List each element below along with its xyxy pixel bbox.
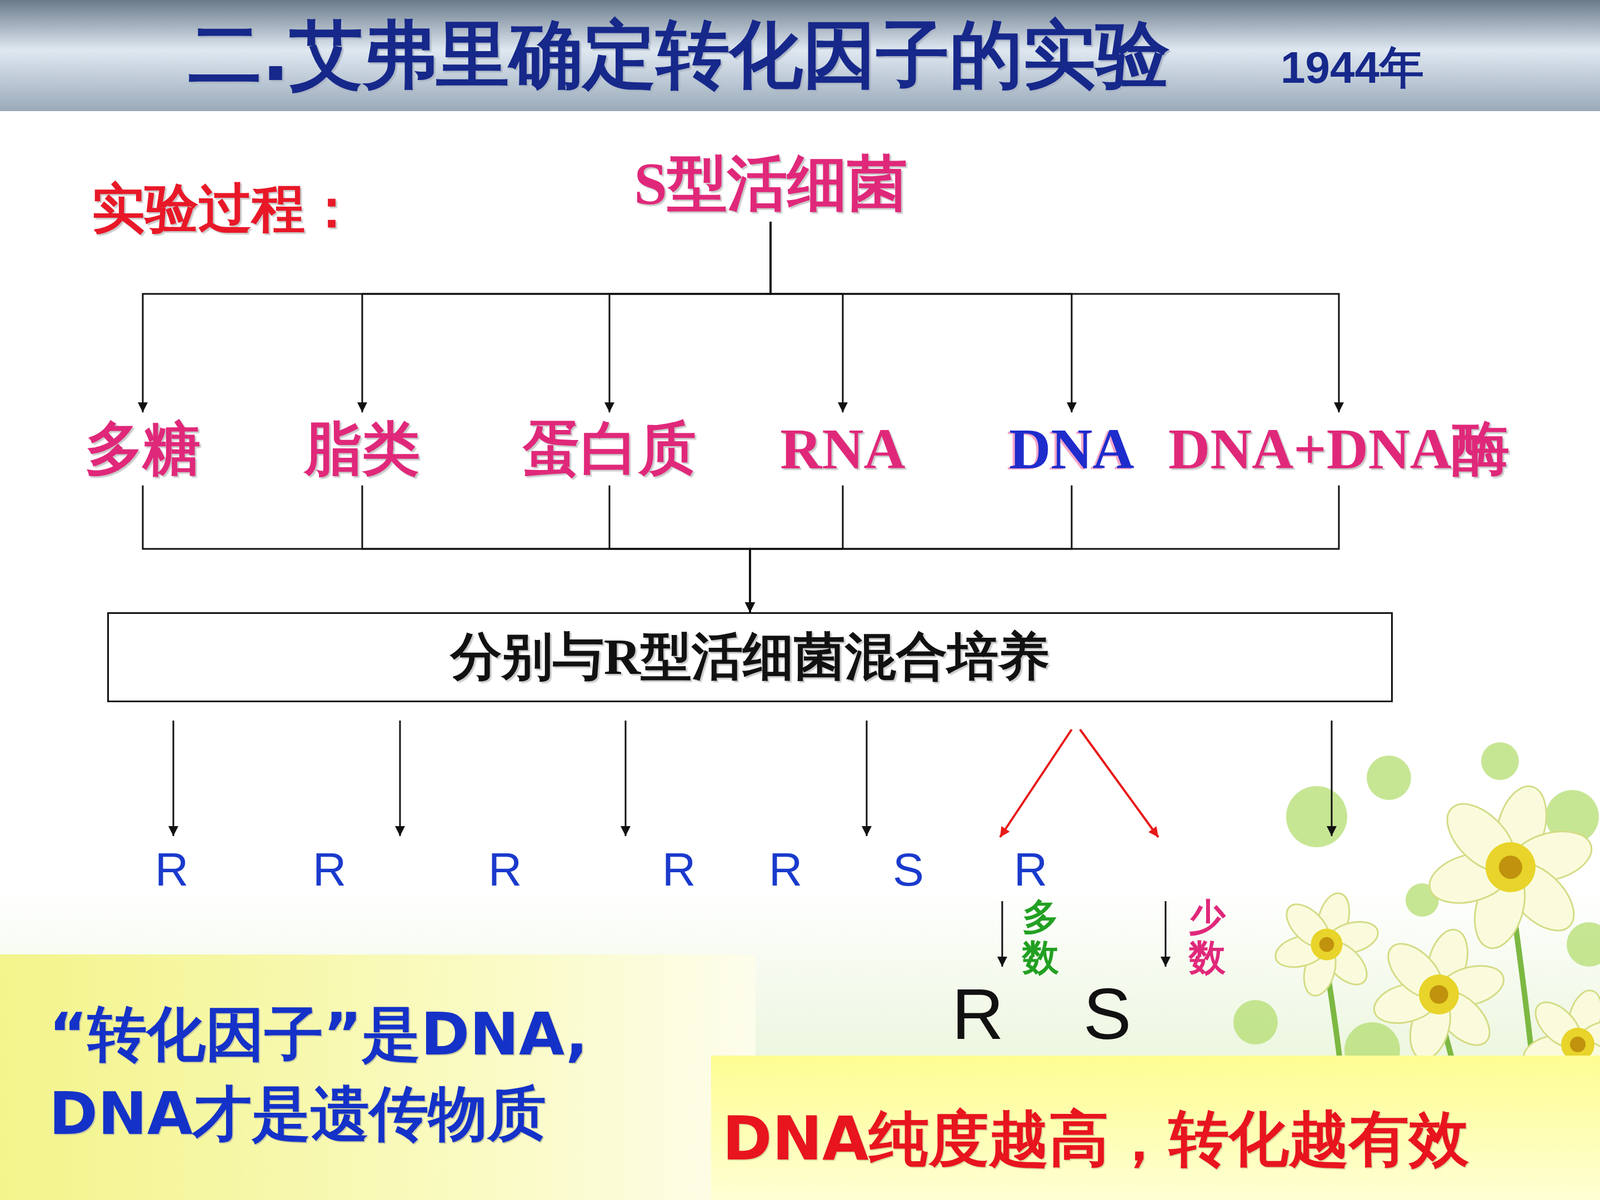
substance-label: RNA (775, 415, 910, 483)
flower (1271, 889, 1382, 999)
node-text: 分别与R型活细菌混合培养 (450, 627, 1050, 687)
result-letter: R (155, 842, 189, 897)
flow-arrow (142, 221, 771, 413)
leaf-blob (1366, 755, 1412, 800)
result-arrow (1165, 901, 1167, 967)
flower-petal (1527, 993, 1589, 1055)
leaf-blob (1286, 786, 1348, 848)
result-letter: R (488, 842, 523, 897)
flower-petal (1278, 896, 1338, 955)
substance-label: DNA (1004, 415, 1139, 483)
flow-arrow (609, 221, 771, 413)
flower-centre (1418, 974, 1459, 1015)
flower-petal (1435, 791, 1527, 884)
flower (1369, 925, 1508, 1064)
node-text: DNA+DNA酶 (1168, 415, 1510, 483)
node-text: S型活细菌 (633, 149, 908, 219)
flower-petal (1378, 933, 1452, 1008)
node-text: RNA (780, 415, 905, 483)
conclusion-panel: “转化因子”是DNA, DNA才是遗传物质 (0, 954, 756, 1200)
culture-box: 分别与R型活细菌混合培养 (107, 612, 1393, 703)
vertical-note: 少数 (1188, 897, 1226, 978)
result-letter: R (1013, 842, 1048, 897)
flow-arrow (770, 221, 843, 413)
leaf-group (1233, 742, 1600, 1078)
substance-label: 脂类 (300, 415, 425, 483)
node-text: 多糖 (85, 415, 201, 483)
flower (1423, 780, 1598, 954)
flow-arrow (362, 485, 750, 613)
note-panel: DNA纯度越高，转化越有效 (711, 1055, 1600, 1200)
node-text: DNA纯度越高，转化越有效 (722, 1100, 1595, 1178)
flower-group (1271, 780, 1600, 1103)
result-letter: R (662, 842, 697, 897)
node-text: DNA (1008, 415, 1134, 483)
title-bar (0, 0, 1600, 112)
node-text: 蛋白质 (522, 415, 697, 483)
result-letter: R (768, 842, 803, 897)
section-heading: 实验过程： (91, 173, 359, 246)
flow-arrow (142, 485, 750, 613)
result-arrow (625, 720, 627, 837)
slide-title: 二.艾弗里确定转化因子的实验 (188, 6, 1170, 105)
substance-label: 多糖 (80, 415, 205, 483)
leaf-blob (1233, 1000, 1278, 1045)
leaf-blob (1481, 742, 1519, 780)
year-label: 1944年 (1280, 38, 1424, 99)
outcome-letter: S (1083, 972, 1132, 1056)
node-text: 脂类 (304, 415, 420, 483)
leaf-blob (1566, 922, 1600, 967)
result-arrow (1000, 729, 1072, 838)
flow-arrow (770, 221, 1072, 413)
flow-arrow (609, 485, 750, 613)
result-arrow (399, 720, 402, 837)
node-text: “转化因子”是DNA, DNA才是遗传物质 (48, 994, 734, 1154)
flower-eye (1498, 855, 1523, 879)
ground (0, 888, 1600, 1200)
source-label: S型活细菌 (629, 149, 912, 219)
result-arrows (173, 720, 1332, 967)
flower-centre (1311, 928, 1343, 961)
result-arrow (1001, 901, 1004, 967)
flower-eye (1319, 937, 1335, 953)
flow-arrow (750, 485, 1339, 613)
flower-eye (1570, 1036, 1586, 1053)
flower-eye (1429, 985, 1449, 1004)
outcome-letter: R (951, 972, 1004, 1056)
result-arrow (1331, 720, 1333, 837)
result-arrow (172, 720, 175, 837)
result-letter: S (892, 842, 924, 897)
substance-label: 蛋白质 (518, 415, 701, 483)
flow-arrow (770, 221, 1339, 413)
substance-label: DNA+DNA酶 (1163, 415, 1514, 483)
vertical-note: 多数 (1022, 897, 1059, 978)
result-arrow (1080, 729, 1159, 838)
result-letter: R (312, 842, 347, 897)
result-arrow (866, 720, 868, 837)
flower-centre (1485, 842, 1536, 893)
flow-arrow (362, 221, 771, 413)
